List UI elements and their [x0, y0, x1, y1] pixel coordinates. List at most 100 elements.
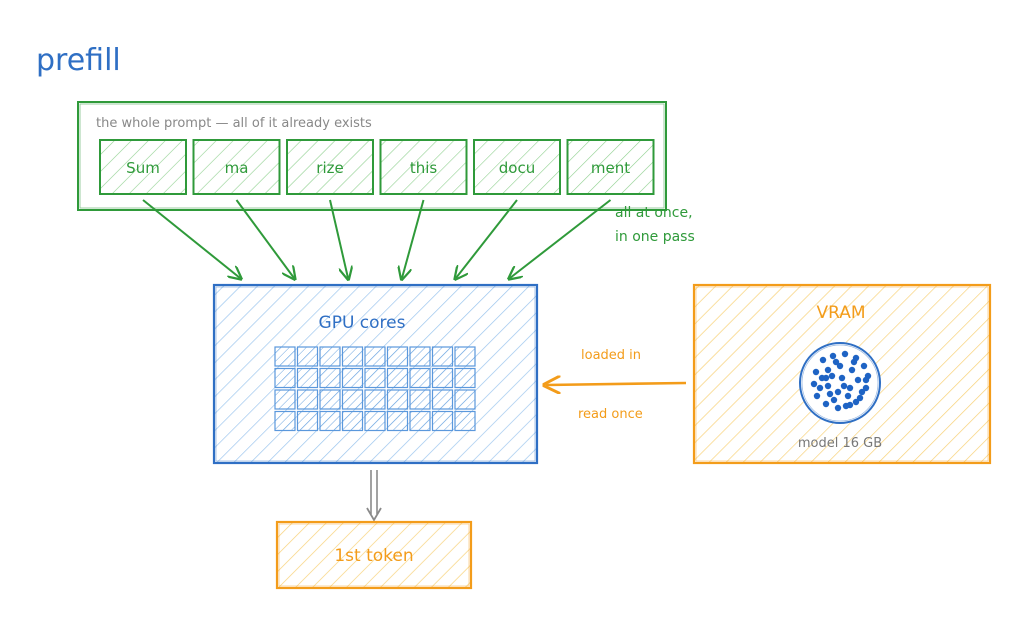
gpu-core	[386, 367, 409, 389]
token-6: ment	[566, 139, 655, 195]
gpu-core	[341, 410, 364, 432]
model-dot	[818, 374, 826, 382]
gpu-core	[296, 389, 319, 410]
model-dot	[824, 366, 832, 374]
model-dot	[850, 358, 858, 366]
token-box	[566, 139, 655, 195]
gpu-label: GPU cores	[319, 313, 406, 333]
vram-label: VRAM	[816, 303, 865, 323]
gpu-core	[431, 389, 454, 410]
parallel-note-line1: all at once,	[615, 205, 693, 221]
vram-group: VRAM model 16 GB	[692, 283, 992, 465]
gpu-core	[431, 367, 454, 389]
model-dot	[828, 372, 836, 380]
token-arrow-4	[402, 199, 425, 278]
token-hatch	[193, 140, 280, 194]
gpu-group: GPU cores	[212, 283, 539, 465]
diagram-title: prefill	[36, 43, 121, 78]
model-dot	[829, 352, 837, 360]
token-label: Sum	[126, 159, 160, 177]
output-arrow-head	[366, 507, 382, 522]
gpu-core	[319, 410, 341, 432]
model-dot	[846, 384, 854, 392]
model-dot	[816, 384, 824, 392]
token-5: docu	[473, 139, 561, 195]
gpu-core	[341, 389, 364, 410]
model-dot	[842, 402, 850, 410]
model-dot	[830, 396, 838, 404]
gpu-core	[409, 346, 431, 367]
model-dot	[840, 382, 848, 390]
model-dot	[824, 382, 832, 390]
loaded-in-label: loaded in	[581, 348, 641, 363]
model-dot	[858, 388, 866, 396]
output-box	[275, 520, 473, 590]
read-once-label: read once	[578, 407, 643, 422]
token-hatch	[287, 140, 373, 194]
gpu-core-grid	[274, 346, 476, 432]
model-dot	[819, 356, 827, 364]
gpu-core	[454, 389, 476, 410]
token-hatch	[474, 140, 560, 194]
model-dot	[841, 350, 849, 358]
token-row: Sum ma rize this docu ment	[99, 139, 655, 195]
gpu-core	[274, 410, 296, 432]
model-dot	[826, 390, 834, 398]
gpu-core	[454, 346, 476, 367]
model-dot	[834, 404, 842, 412]
gpu-core	[364, 410, 386, 432]
model-dot	[856, 394, 864, 402]
gpu-core	[409, 410, 431, 432]
model-dot	[838, 374, 846, 382]
prompt-caption: the whole prompt — all of it already exi…	[96, 116, 372, 131]
token-2: ma	[192, 139, 281, 195]
token-hatch	[100, 140, 186, 194]
token-label: rize	[316, 159, 343, 177]
model-dot	[860, 362, 868, 370]
output-hatch	[277, 522, 471, 588]
token-label: ma	[225, 159, 249, 177]
token-hatch	[380, 140, 467, 194]
gpu-core	[409, 389, 431, 410]
model-dot	[834, 388, 842, 396]
model-dot	[813, 392, 821, 400]
gpu-core	[386, 346, 409, 367]
model-dot	[836, 362, 844, 370]
gpu-core	[454, 410, 476, 432]
token-hatch	[567, 140, 654, 194]
token-box	[99, 139, 187, 195]
token-box	[192, 139, 281, 195]
model-dot	[844, 392, 852, 400]
gpu-core	[296, 410, 319, 432]
model-dot	[854, 376, 862, 384]
token-arrow-5	[456, 199, 518, 278]
gpu-core	[274, 389, 296, 410]
gpu-core	[341, 346, 364, 367]
model-size-label: model 16 GB	[798, 436, 882, 451]
prompt-group: the whole prompt — all of it already exi…	[77, 101, 667, 211]
gpu-core	[454, 367, 476, 389]
gpu-box	[212, 283, 539, 465]
model-circle	[799, 342, 881, 424]
gpu-core	[364, 367, 386, 389]
model-dot	[848, 366, 856, 374]
prompt-box	[77, 101, 667, 211]
gpu-core	[364, 389, 386, 410]
gpu-core	[274, 346, 296, 367]
gpu-core	[364, 346, 386, 367]
output-arrow-group	[366, 470, 382, 522]
token-label: this	[410, 159, 438, 177]
token-arrows	[142, 199, 612, 278]
load-arrow-group: loaded in read once	[546, 348, 687, 422]
token-box	[473, 139, 561, 195]
gpu-core	[386, 389, 409, 410]
gpu-core	[409, 367, 431, 389]
token-label: ment	[591, 159, 630, 177]
model-dot	[862, 376, 870, 384]
model-dot	[852, 398, 860, 406]
token-4: this	[379, 139, 468, 195]
gpu-core	[386, 410, 409, 432]
token-arrow-1	[142, 199, 240, 278]
model-dot	[832, 358, 840, 366]
gpu-core	[319, 389, 341, 410]
